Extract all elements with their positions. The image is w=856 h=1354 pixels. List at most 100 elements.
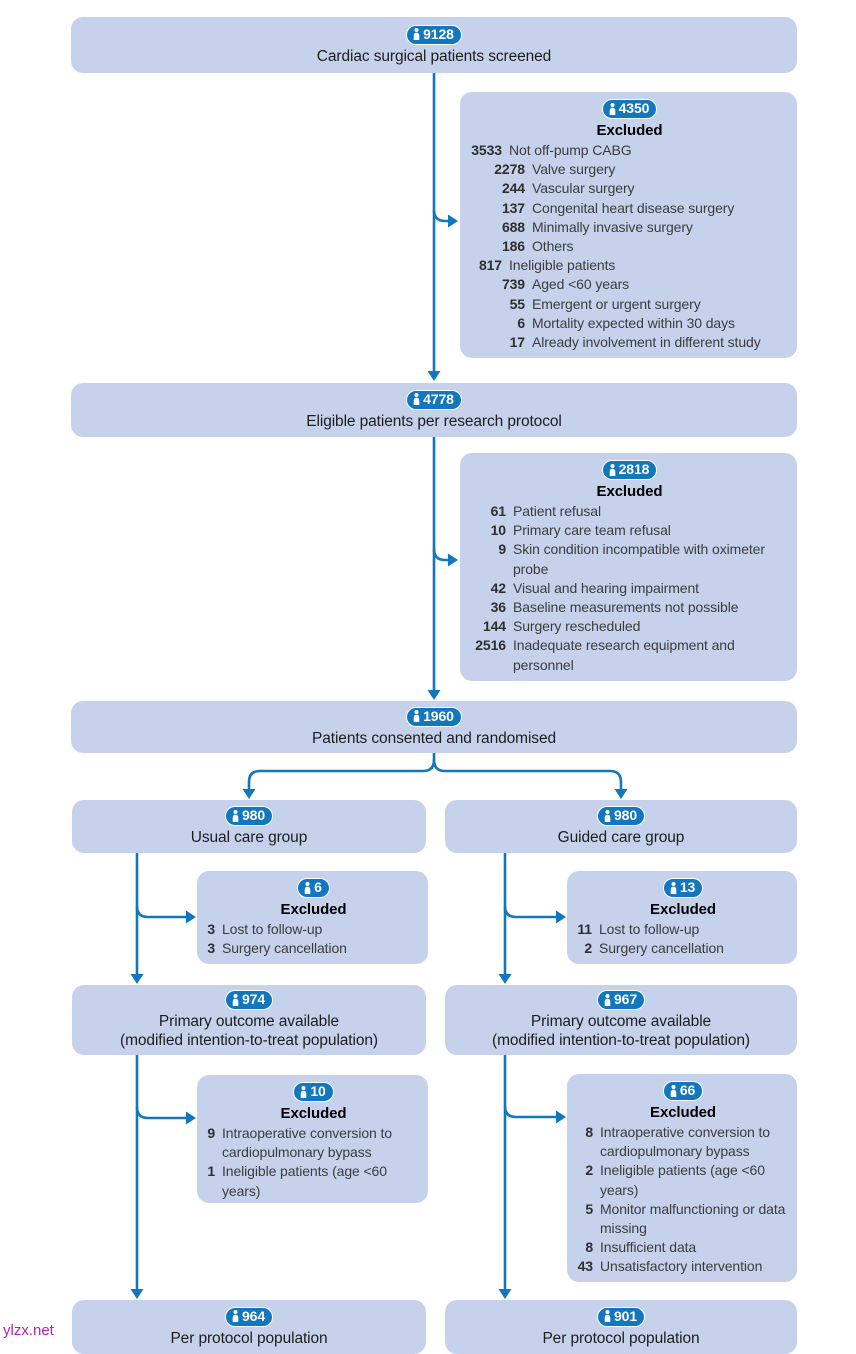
excluded-title: Excluded — [596, 483, 663, 500]
box-usual-primary-outcome: 974 Primary outcome available (modified … — [72, 985, 426, 1055]
count-badge: 1960 — [406, 706, 462, 727]
box-label: Cardiac surgical patients screened — [316, 47, 552, 65]
box-label: Patients consented and randomised — [311, 729, 556, 747]
count-value: 901 — [613, 1307, 638, 1324]
connector-branch-screen-excluded — [432, 209, 448, 223]
person-icon — [604, 809, 611, 822]
arrowhead — [498, 974, 512, 984]
excluded-title: Excluded — [650, 1104, 716, 1121]
count-value: 66 — [679, 1082, 696, 1098]
connector-branch-usual-excluded-1 — [135, 905, 186, 919]
arrowhead — [498, 1289, 512, 1299]
count-value: 13 — [679, 879, 696, 895]
arrowhead — [186, 1111, 196, 1125]
box-label: Usual care group — [190, 829, 308, 846]
person-icon — [232, 809, 239, 822]
person-icon — [670, 881, 677, 894]
arrowhead — [130, 1289, 144, 1299]
count-value: 9128 — [423, 25, 454, 42]
count-value: 2818 — [618, 461, 650, 477]
arrowhead — [556, 1110, 566, 1124]
excluded-title: Excluded — [280, 901, 347, 918]
count-value: 980 — [613, 807, 638, 823]
count-badge: 9128 — [406, 24, 462, 45]
box-eligible: 4778 Eligible patients per research prot… — [71, 383, 797, 437]
count-badge: 980 — [224, 806, 274, 826]
watermark: ylzx.net — [3, 1322, 54, 1339]
box-label: Primary outcome available — [530, 1013, 712, 1030]
person-icon — [304, 881, 311, 894]
box-sublabel: (modified intention-to-treat population) — [492, 1032, 750, 1049]
box-screened: 9128 Cardiac surgical patients screened — [71, 17, 797, 73]
person-icon — [301, 1085, 307, 1098]
person-icon — [670, 1084, 677, 1097]
connector-branch-usual-excluded-2 — [135, 1106, 186, 1120]
connector-branch-guided-excluded-2 — [503, 1105, 556, 1119]
person-icon — [413, 393, 420, 405]
excluded-title: Excluded — [280, 1105, 347, 1122]
box-sublabel: (modified intention-to-treat population) — [120, 1032, 378, 1049]
count-value: 4778 — [423, 390, 454, 407]
box-guided-per-protocol: 901 Per protocol population — [445, 1300, 797, 1354]
count-badge: 4350 — [601, 99, 658, 119]
count-badge: 6 — [297, 878, 330, 898]
count-badge: 901 — [596, 1306, 646, 1327]
count-value: 980 — [241, 807, 266, 823]
count-value: 1960 — [423, 707, 454, 724]
arrowhead — [448, 214, 458, 228]
excluded-title: Excluded — [596, 122, 663, 139]
arrowhead — [614, 789, 628, 799]
box-label: Per protocol population — [170, 1329, 328, 1347]
box-label: Guided care group — [557, 829, 685, 846]
count-badge: 967 — [596, 990, 646, 1010]
person-icon — [604, 1310, 611, 1322]
count-badge: 974 — [224, 990, 274, 1010]
person-icon — [609, 102, 615, 115]
arrowhead — [448, 553, 458, 567]
arrowhead — [130, 974, 144, 984]
arrowhead — [242, 789, 256, 799]
connector-split-right — [432, 759, 623, 789]
box-guided-care-group: 980 Guided care group — [445, 800, 797, 853]
arrowhead — [427, 690, 441, 700]
arrowhead — [556, 910, 566, 924]
count-value: 4350 — [618, 100, 650, 116]
count-value: 6 — [314, 879, 322, 895]
box-usual-care-group: 980 Usual care group — [72, 800, 426, 853]
count-badge: 4778 — [406, 389, 462, 410]
box-label: Eligible patients per research protocol — [306, 412, 562, 430]
person-icon — [604, 993, 611, 1006]
